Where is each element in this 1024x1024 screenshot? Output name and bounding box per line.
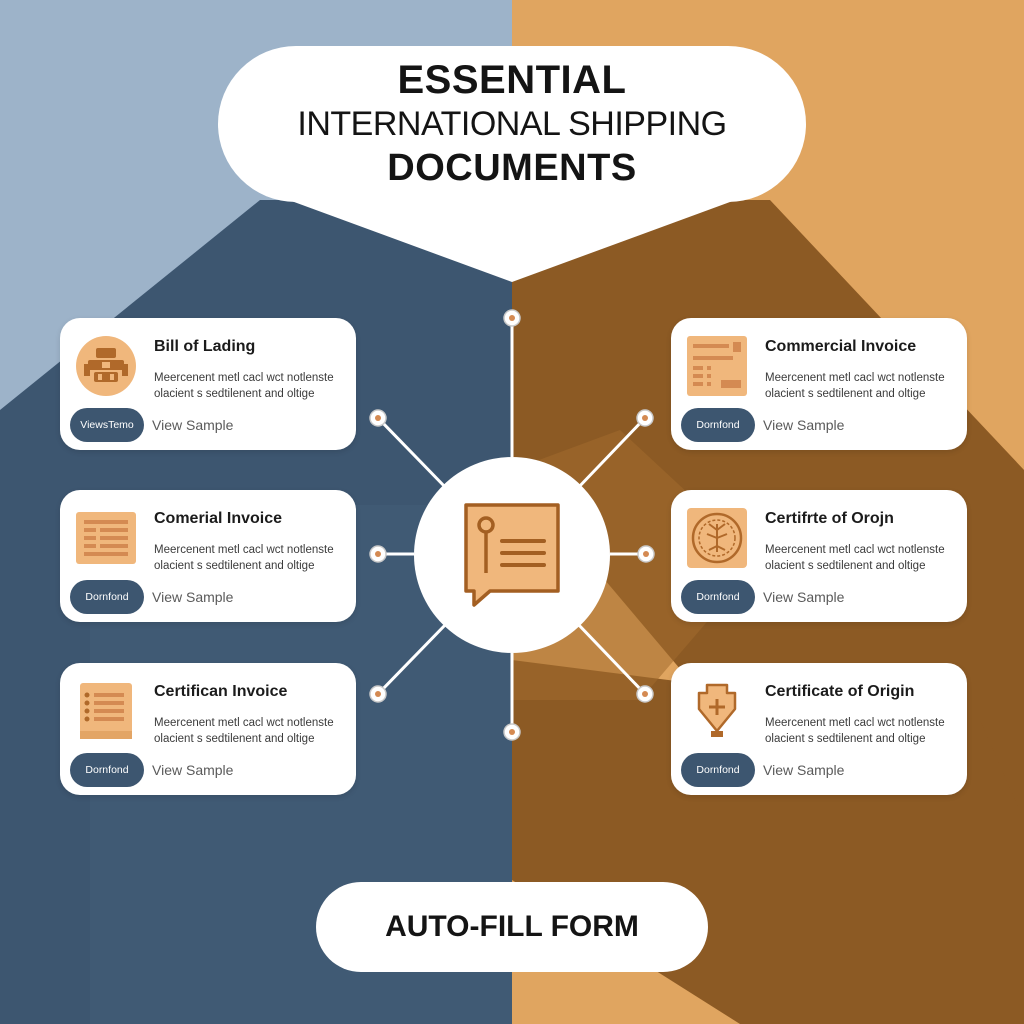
card-description: Meercenent metl cacl wct notlenste olaci… xyxy=(154,717,334,745)
origin-arrow-icon xyxy=(697,683,737,737)
card-certifrte-of-orojn: Certifrte of Orojn Meercenent metl cacl … xyxy=(671,490,967,622)
download-button[interactable]: Dornfond xyxy=(681,580,755,614)
title-bubble: ESSENTIAL INTERNATIONAL SHIPPING DOCUMEN… xyxy=(218,46,806,202)
view-sample-link[interactable]: View Sample xyxy=(152,417,234,433)
view-sample-link[interactable]: View Sample xyxy=(763,417,845,433)
card-bill-of-lading: Bill of Lading Meercenent metl cacl wct … xyxy=(60,318,356,450)
invoice-list-icon xyxy=(76,512,136,564)
card-description: Meercenent metl cacl wct notlenste olaci… xyxy=(765,372,945,400)
document-list-icon xyxy=(80,683,132,739)
download-button[interactable]: Dornfond xyxy=(70,753,144,787)
card-title: Bill of Lading xyxy=(154,338,256,355)
invoice-form-icon xyxy=(687,336,747,396)
seal-stamp-icon xyxy=(687,508,747,568)
download-button[interactable]: Dornfond xyxy=(70,580,144,614)
download-button[interactable]: Dornfond xyxy=(681,753,755,787)
card-comerial-invoice: Comerial Invoice Meercenent metl cacl wc… xyxy=(60,490,356,622)
card-title: Commercial Invoice xyxy=(765,338,917,355)
card-description: Meercenent metl cacl wct notlenste olaci… xyxy=(765,544,945,572)
auto-fill-form-button[interactable]: AUTO-FILL FORM xyxy=(316,882,708,972)
view-sample-link[interactable]: View Sample xyxy=(152,762,234,778)
title-line-essential: ESSENTIAL xyxy=(397,58,627,102)
card-title: Certifican Invoice xyxy=(154,683,288,700)
card-certifican-invoice: Certifican Invoice Meercenent metl cacl … xyxy=(60,663,356,795)
central-hub xyxy=(414,457,610,653)
view-sample-link[interactable]: View Sample xyxy=(152,589,234,605)
document-chat-icon xyxy=(464,503,560,607)
title-line-international-shipping: INTERNATIONAL SHIPPING xyxy=(297,105,727,143)
card-commercial-invoice: Commercial Invoice Meercenent metl cacl … xyxy=(671,318,967,450)
card-title: Comerial Invoice xyxy=(154,510,283,527)
card-title: Certificate of Origin xyxy=(765,683,915,700)
download-button[interactable]: Dornfond xyxy=(681,408,755,442)
view-template-button[interactable]: ViewsTemo xyxy=(70,408,144,442)
card-description: Meercenent metl cacl wct notlenste olaci… xyxy=(154,544,334,572)
view-sample-link[interactable]: View Sample xyxy=(763,589,845,605)
ship-cargo-icon xyxy=(76,336,136,396)
view-sample-link[interactable]: View Sample xyxy=(763,762,845,778)
card-title: Certifrte of Orojn xyxy=(765,510,894,527)
title-line-documents: DOCUMENTS xyxy=(387,147,637,189)
card-description: Meercenent metl cacl wct notlenste olaci… xyxy=(154,372,334,400)
card-description: Meercenent metl cacl wct notlenste olaci… xyxy=(765,717,945,745)
card-certificate-of-origin: Certificate of Origin Meercenent metl ca… xyxy=(671,663,967,795)
